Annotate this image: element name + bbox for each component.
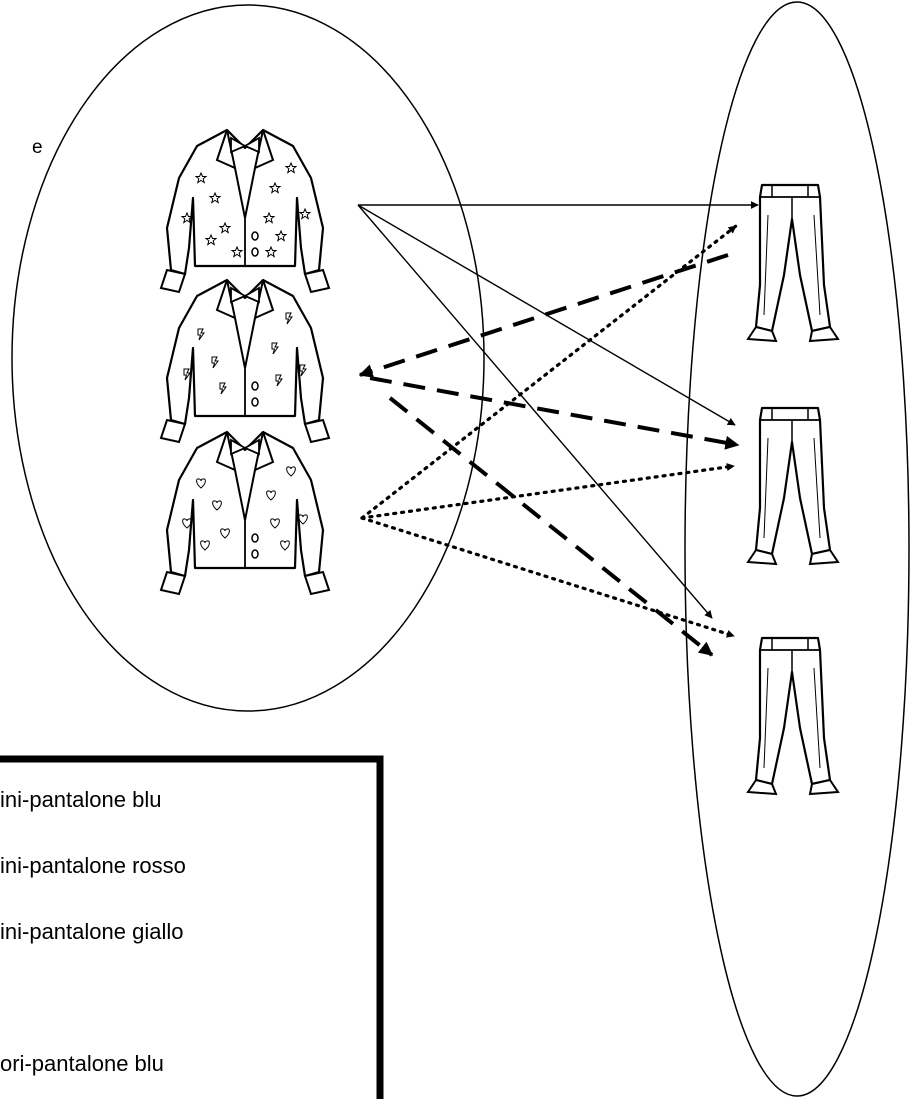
pants-1-icon <box>748 185 838 341</box>
jacket-lightning-icon <box>161 280 329 442</box>
legend-line-1: ini-pantalone blu <box>0 787 161 812</box>
header-fragment: e <box>32 137 43 158</box>
pants-set-ellipse <box>685 2 909 1096</box>
pants-2-icon <box>748 408 838 564</box>
arrow-lightning-pants-1 <box>360 255 728 375</box>
jacket-stars-icon <box>161 130 329 292</box>
legend-line-2: ini-pantalone rosso <box>0 853 186 878</box>
arrows-dashed <box>360 255 738 655</box>
pants-3-icon <box>748 638 838 794</box>
jacket-hearts-icon <box>161 432 329 594</box>
arrow-lightning-pants-3 <box>390 398 712 655</box>
legend-box: ini-pantalone blu ini-pantalone rosso in… <box>0 759 380 1099</box>
legend-line-5: ori-pantalone blu <box>0 1051 164 1076</box>
arrows-dotted <box>362 226 736 636</box>
arrow-lightning-pants-2 <box>370 378 738 445</box>
arrow-stars-pants-3 <box>358 205 712 618</box>
legend-line-3: ini-pantalone giallo <box>0 919 183 944</box>
arrow-hearts-pants-3 <box>362 518 734 636</box>
